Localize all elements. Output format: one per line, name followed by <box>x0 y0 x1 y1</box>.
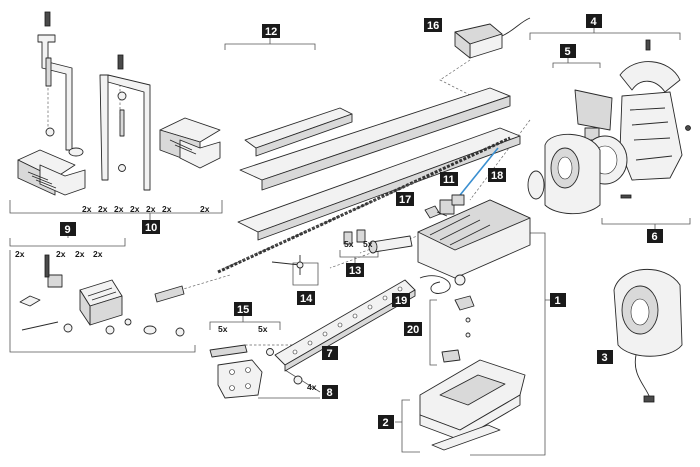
qty-10-d: 2x <box>130 204 140 214</box>
label-6: 6 <box>647 229 663 243</box>
release-rope <box>419 275 451 294</box>
qty-9-d: 2x <box>93 249 103 259</box>
chain-clips <box>343 229 366 245</box>
svg-text:9: 9 <box>65 224 71 236</box>
label-20: 20 <box>404 322 422 336</box>
bracket-15 <box>209 316 281 330</box>
motor-housing-exploded <box>527 39 691 215</box>
svg-text:15: 15 <box>237 304 249 316</box>
rail-segment <box>237 87 521 241</box>
svg-text:2: 2 <box>383 417 389 429</box>
qty-15-b: 5x <box>258 324 268 334</box>
qty-13-b: 5x <box>363 239 373 249</box>
release-handle <box>271 255 304 275</box>
label-2: 2 <box>378 415 394 429</box>
bracket-9-bottom <box>9 250 196 353</box>
limit-switch <box>454 17 531 59</box>
sensor-cable <box>451 147 499 206</box>
label-17: 17 <box>396 192 414 206</box>
svg-text:6: 6 <box>652 231 658 243</box>
small-parts-kit <box>441 295 475 363</box>
svg-text:12: 12 <box>265 26 277 38</box>
label-13: 13 <box>346 263 364 277</box>
label-16: 16 <box>424 18 442 32</box>
label-9: 9 <box>60 222 76 236</box>
svg-text:17: 17 <box>399 194 411 206</box>
chain <box>217 136 511 274</box>
base-tray <box>419 359 526 451</box>
assembly-line-3 <box>469 119 531 201</box>
svg-text:1: 1 <box>555 295 561 307</box>
label-19: 19 <box>392 293 410 307</box>
svg-text:8: 8 <box>327 387 333 399</box>
spring-clip <box>424 205 448 219</box>
qty-10-a: 2x <box>82 204 92 214</box>
svg-text:7: 7 <box>327 348 333 360</box>
svg-text:18: 18 <box>491 170 503 182</box>
drive-unit <box>368 199 531 286</box>
assembly-line-6 <box>179 274 231 291</box>
bracket-10 <box>9 200 223 220</box>
label-7: 7 <box>322 346 338 360</box>
bracket-8 <box>258 369 321 399</box>
header-bracket-kit <box>19 254 185 337</box>
svg-text:16: 16 <box>427 20 439 32</box>
qty-9-c: 2x <box>75 249 85 259</box>
label-4: 4 <box>586 14 602 28</box>
label-8: 8 <box>322 385 338 399</box>
bracket-5 <box>552 58 601 68</box>
motor-cover <box>613 269 683 403</box>
qty-9-a: 2x <box>15 249 25 259</box>
qty-10-f: 2x <box>162 204 172 214</box>
bracket-14 <box>292 262 319 286</box>
svg-text:5: 5 <box>565 46 571 58</box>
qty-10-c: 2x <box>114 204 124 214</box>
label-11: 11 <box>440 172 458 186</box>
label-5: 5 <box>560 44 576 58</box>
svg-text:14: 14 <box>300 293 313 305</box>
connecting-arm <box>274 279 416 372</box>
label-1: 1 <box>550 293 566 307</box>
svg-text:3: 3 <box>602 352 608 364</box>
svg-text:19: 19 <box>395 295 407 307</box>
qty-8: 4x <box>307 382 317 392</box>
label-15: 15 <box>234 302 252 316</box>
bracket-2 <box>395 399 420 453</box>
bracket-6 <box>601 218 691 229</box>
bracket-4 <box>529 28 681 40</box>
bracket-20 <box>429 299 437 366</box>
svg-text:4: 4 <box>591 16 598 28</box>
qty-10-e: 2x <box>146 204 156 214</box>
label-3: 3 <box>597 350 613 364</box>
bracket-12 <box>224 38 316 50</box>
label-18: 18 <box>488 168 506 182</box>
qty-9-b: 2x <box>56 249 66 259</box>
qty-13-a: 5x <box>344 239 354 249</box>
qty-10-g: 2x <box>200 204 210 214</box>
label-14: 14 <box>297 291 315 305</box>
svg-text:10: 10 <box>145 222 157 234</box>
label-10: 10 <box>142 220 160 234</box>
assembly-line-1 <box>439 59 471 96</box>
svg-text:20: 20 <box>407 324 419 336</box>
ceiling-bracket-left <box>17 11 86 196</box>
qty-15-a: 5x <box>218 324 228 334</box>
label-12: 12 <box>262 24 280 38</box>
svg-text:11: 11 <box>443 174 455 186</box>
door-bracket <box>209 344 303 399</box>
qty-10-b: 2x <box>98 204 108 214</box>
ceiling-bracket-right <box>99 54 221 191</box>
svg-text:13: 13 <box>349 265 361 277</box>
